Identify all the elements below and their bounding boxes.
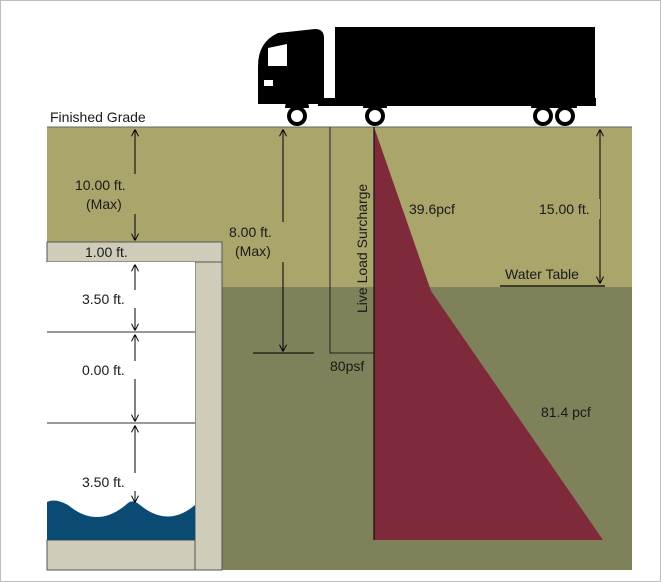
vault-floor-slab: [46, 539, 196, 571]
water-table-label: Water Table: [505, 266, 579, 282]
finished-grade-label: Finished Grade: [50, 109, 146, 125]
section-1-label: 3.50 ft.: [82, 291, 125, 307]
water-table-depth-label: 15.00 ft.: [539, 201, 590, 217]
section-2-label-bg: [80, 361, 136, 379]
upper-pressure-label: 39.6pcf: [409, 201, 455, 217]
lower-pressure-label: 81.4 pcf: [541, 404, 591, 420]
vault-roof-slab: [46, 241, 223, 263]
vault-water: [47, 500, 195, 540]
cover-depth-label-bg: [72, 174, 138, 214]
truck-depth-note: (Max): [235, 243, 271, 259]
truck-depth-label: 8.00 ft.: [229, 224, 272, 240]
truck-depth-label-bg: [226, 222, 286, 262]
truck-icon: [258, 27, 596, 126]
top-slab-label: 1.00 ft.: [85, 244, 128, 260]
section-1-label-bg: [80, 290, 136, 308]
cover-depth-label: 10.00 ft.: [75, 177, 126, 193]
cover-depth-note: (Max): [86, 196, 122, 212]
surcharge-label: Live Load Surcharge: [354, 184, 370, 313]
water-table-depth-label-bg: [537, 199, 600, 219]
vault-interior: [47, 262, 195, 540]
section-3-label-bg: [80, 473, 136, 491]
section-2-label: 0.00 ft.: [82, 362, 125, 378]
section-3-label: 3.50 ft.: [82, 474, 125, 490]
vault-wall: [194, 261, 223, 571]
surcharge-pressure-label: 80psf: [330, 358, 364, 374]
pressure-diagram: [374, 127, 603, 540]
surcharge-outline: [329, 127, 374, 354]
